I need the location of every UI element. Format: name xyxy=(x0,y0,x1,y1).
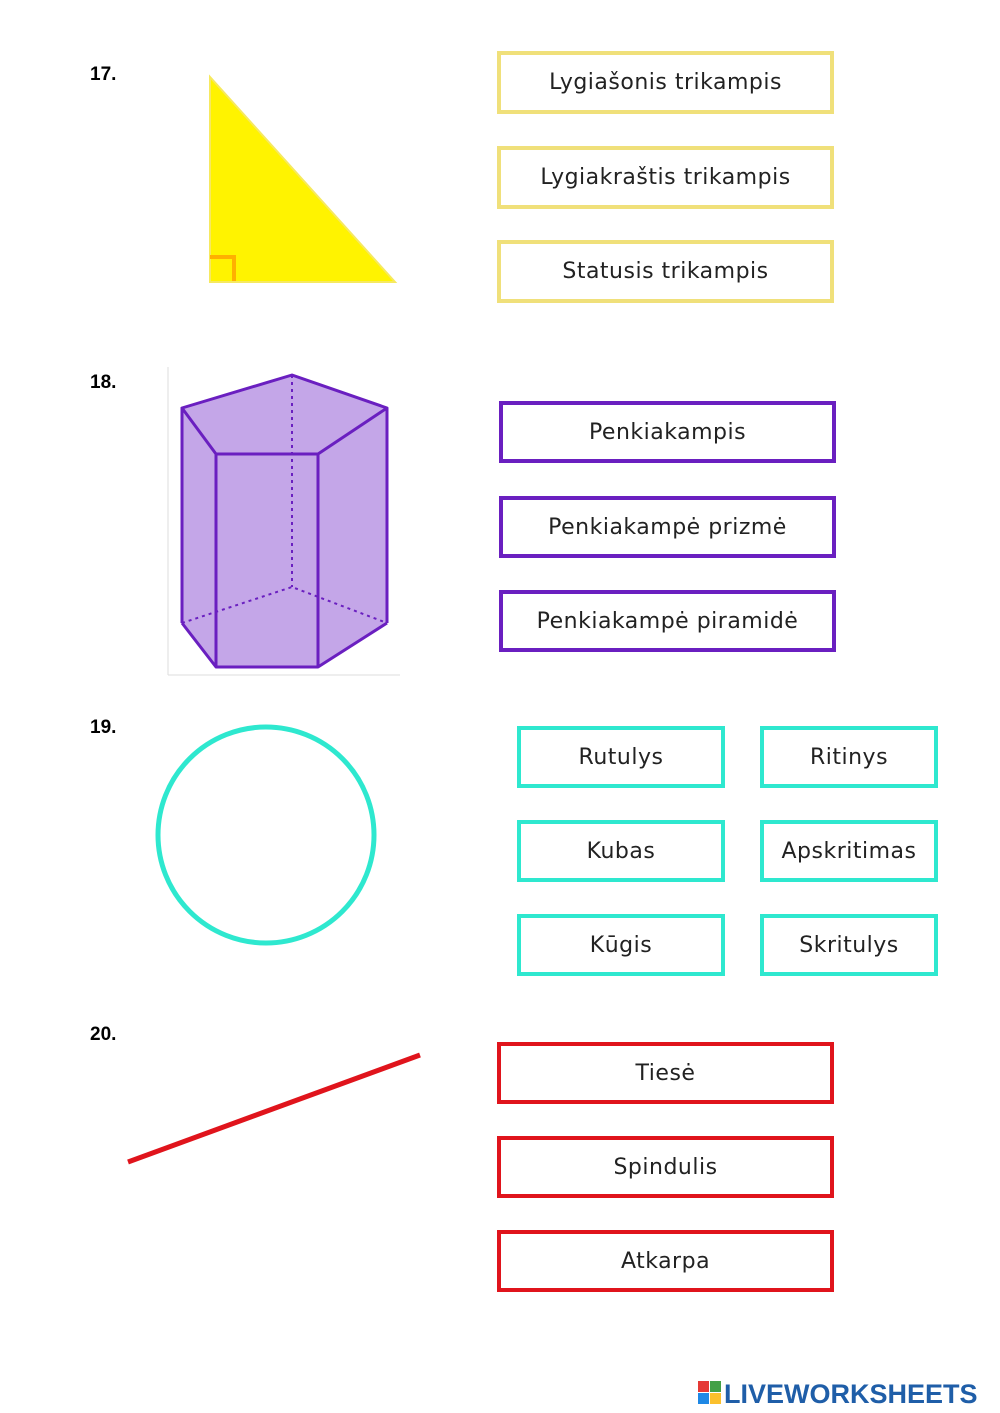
triangle-shape xyxy=(209,74,398,283)
option-penkiakampe-prizme[interactable]: Penkiakampė prizmė xyxy=(499,496,836,558)
line-segment-figure xyxy=(127,1052,421,1165)
prism-top-face xyxy=(180,373,389,456)
option-lygiakrastis-trikampis[interactable]: Lygiakraštis trikampis xyxy=(497,146,834,209)
question-number-18: 18. xyxy=(90,372,117,393)
option-lygiasonis-trikampis[interactable]: Lygiašonis trikampis xyxy=(497,51,834,114)
option-tiese[interactable]: Tiesė xyxy=(497,1042,834,1104)
question-number-17: 17. xyxy=(90,64,117,85)
question-number-19: 19. xyxy=(90,717,117,738)
pentagonal-prism-figure xyxy=(167,367,400,676)
circle-shape xyxy=(155,724,377,946)
segment-shape xyxy=(127,1052,421,1165)
liveworksheets-logo: LIVEWORKSHEETS xyxy=(698,1379,978,1408)
option-kubas[interactable]: Kubas xyxy=(517,820,725,882)
right-angle-marker xyxy=(210,255,236,281)
right-triangle-figure xyxy=(209,74,398,283)
option-rutulys[interactable]: Rutulys xyxy=(517,726,725,788)
option-statusis-trikampis[interactable]: Statusis trikampis xyxy=(497,240,834,303)
option-penkiakampe-piramide[interactable]: Penkiakampė piramidė xyxy=(499,590,836,652)
question-number-20: 20. xyxy=(90,1024,117,1045)
option-atkarpa[interactable]: Atkarpa xyxy=(497,1230,834,1292)
circle-figure xyxy=(155,724,377,946)
option-kugis[interactable]: Kūgis xyxy=(517,914,725,976)
option-penkiakampis[interactable]: Penkiakampis xyxy=(499,401,836,463)
option-apskritimas[interactable]: Apskritimas xyxy=(760,820,938,882)
logo-badge-icon xyxy=(698,1381,721,1404)
logo-text: LIVEWORKSHEETS xyxy=(724,1379,978,1408)
option-ritinys[interactable]: Ritinys xyxy=(760,726,938,788)
option-spindulis[interactable]: Spindulis xyxy=(497,1136,834,1198)
option-skritulys[interactable]: Skritulys xyxy=(760,914,938,976)
